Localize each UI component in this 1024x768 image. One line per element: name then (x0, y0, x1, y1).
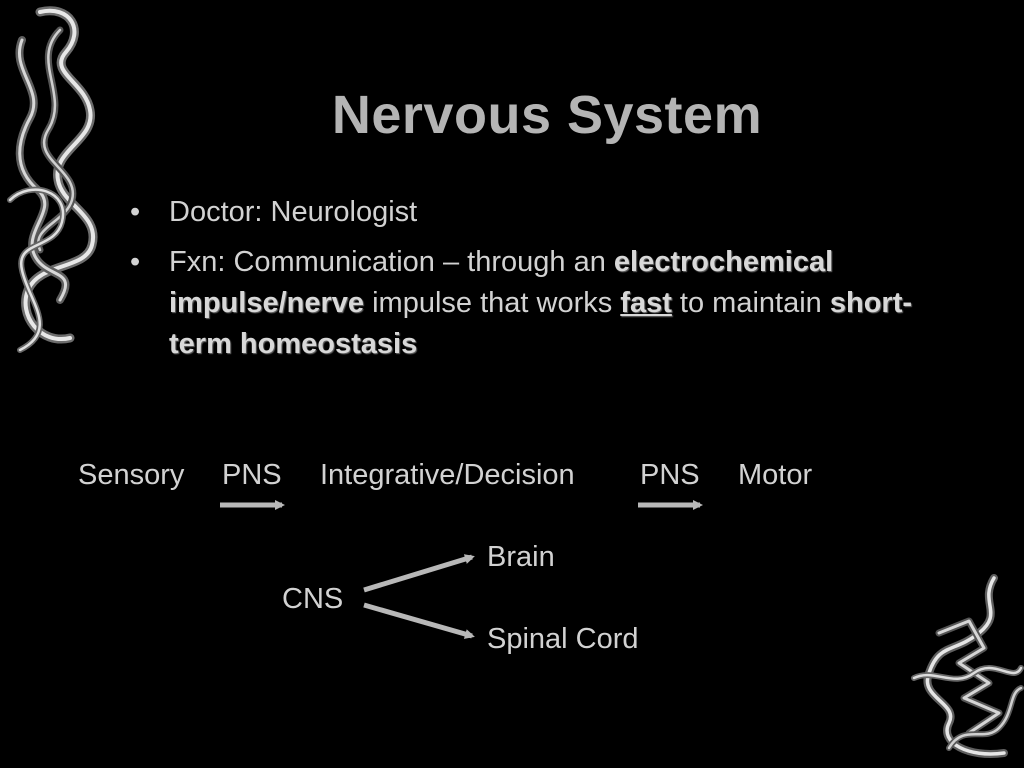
arrow-to-brain-icon (363, 554, 475, 593)
bullet-doctor: Doctor: Neurologist (122, 192, 952, 233)
flow-sensory: Sensory (78, 459, 185, 491)
flow-motor: Motor (738, 459, 813, 491)
tangled-wire-icon (911, 574, 1024, 758)
flow-integrative: Integrative/Decision (320, 459, 575, 491)
bullet-list: Doctor: Neurologist Fxn: Communication –… (122, 192, 952, 374)
flow-pns-1: PNS (222, 459, 282, 491)
arrow-to-spinal-cord-icon (363, 602, 475, 639)
cns-brain: Brain (487, 541, 555, 573)
bullet-text: to maintain (671, 287, 830, 319)
tangled-wire-icon (7, 6, 98, 353)
emphasis-homeostasis: short-term homeostasis (169, 287, 913, 360)
emphasis-electrochemical: electrochemical impulse/nerve (169, 246, 834, 319)
bullet-text: Doctor: Neurologist (169, 196, 418, 228)
cns-spinal-cord: Spinal Cord (487, 623, 639, 655)
bullet-function: Fxn: Communication – through an electroc… (122, 242, 952, 365)
slide-title: Nervous System (331, 85, 763, 145)
bullet-text: impulse that works (364, 287, 621, 319)
cns-label: CNS (282, 583, 344, 615)
emphasis-fast: fast (620, 287, 672, 319)
bullet-text: Fxn: Communication – through an (169, 246, 614, 278)
flow-pns-2: PNS (640, 459, 700, 491)
